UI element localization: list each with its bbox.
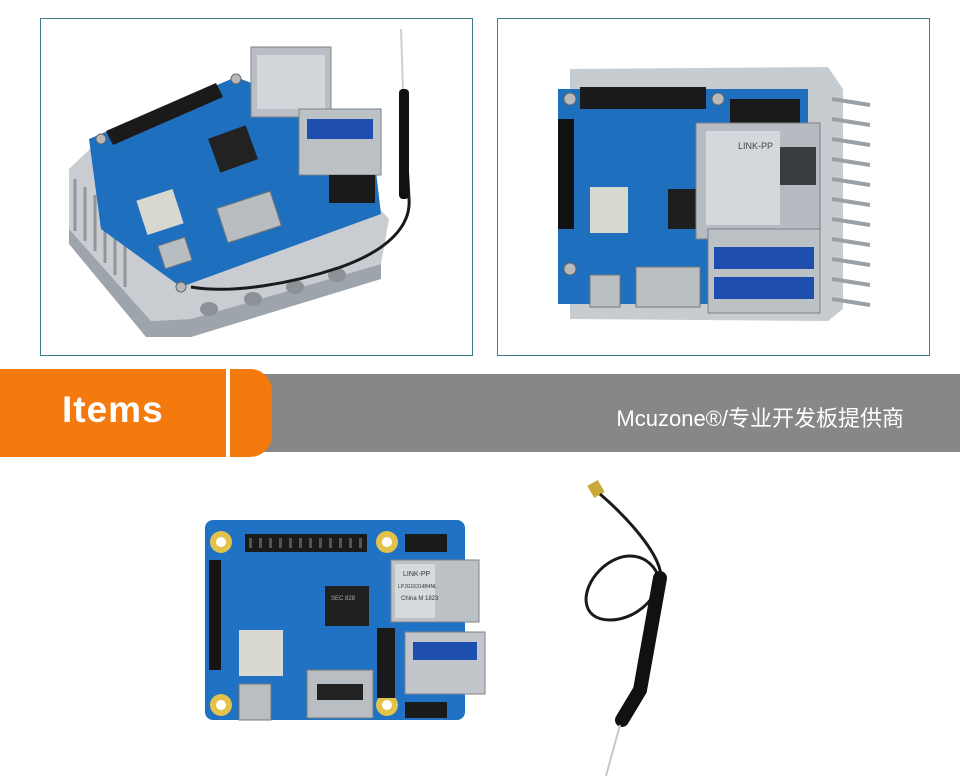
banner-gray-bar <box>230 374 960 452</box>
svg-text:SEC 828: SEC 828 <box>331 596 356 602</box>
photo-board-in-case-with-antenna <box>40 18 473 356</box>
banner-divider <box>226 369 230 457</box>
board-in-case-front-illustration: LINK-PP <box>558 67 871 321</box>
ethernet-origin: China M 1823 <box>401 596 439 602</box>
banner-title: Items <box>62 389 164 430</box>
items-banner: Items Mcuzone®/专业开发板提供商 <box>0 369 960 457</box>
banner-brand-text: Mcuzone®/专业开发板提供商 <box>616 406 904 431</box>
ethernet-part-number: LPJG16314B4NL <box>398 584 437 590</box>
photo-board-in-case-front: LINK-PP <box>497 18 930 356</box>
ethernet-marking-2: LINK-PP <box>403 571 431 578</box>
board-top-view-illustration: SEC 828 LINK-PP LPJG16314B4NL China M 18… <box>205 520 486 721</box>
antenna-illustration <box>584 480 667 776</box>
board-in-case-illustration <box>69 28 411 337</box>
ethernet-marking: LINK-PP <box>738 141 773 151</box>
